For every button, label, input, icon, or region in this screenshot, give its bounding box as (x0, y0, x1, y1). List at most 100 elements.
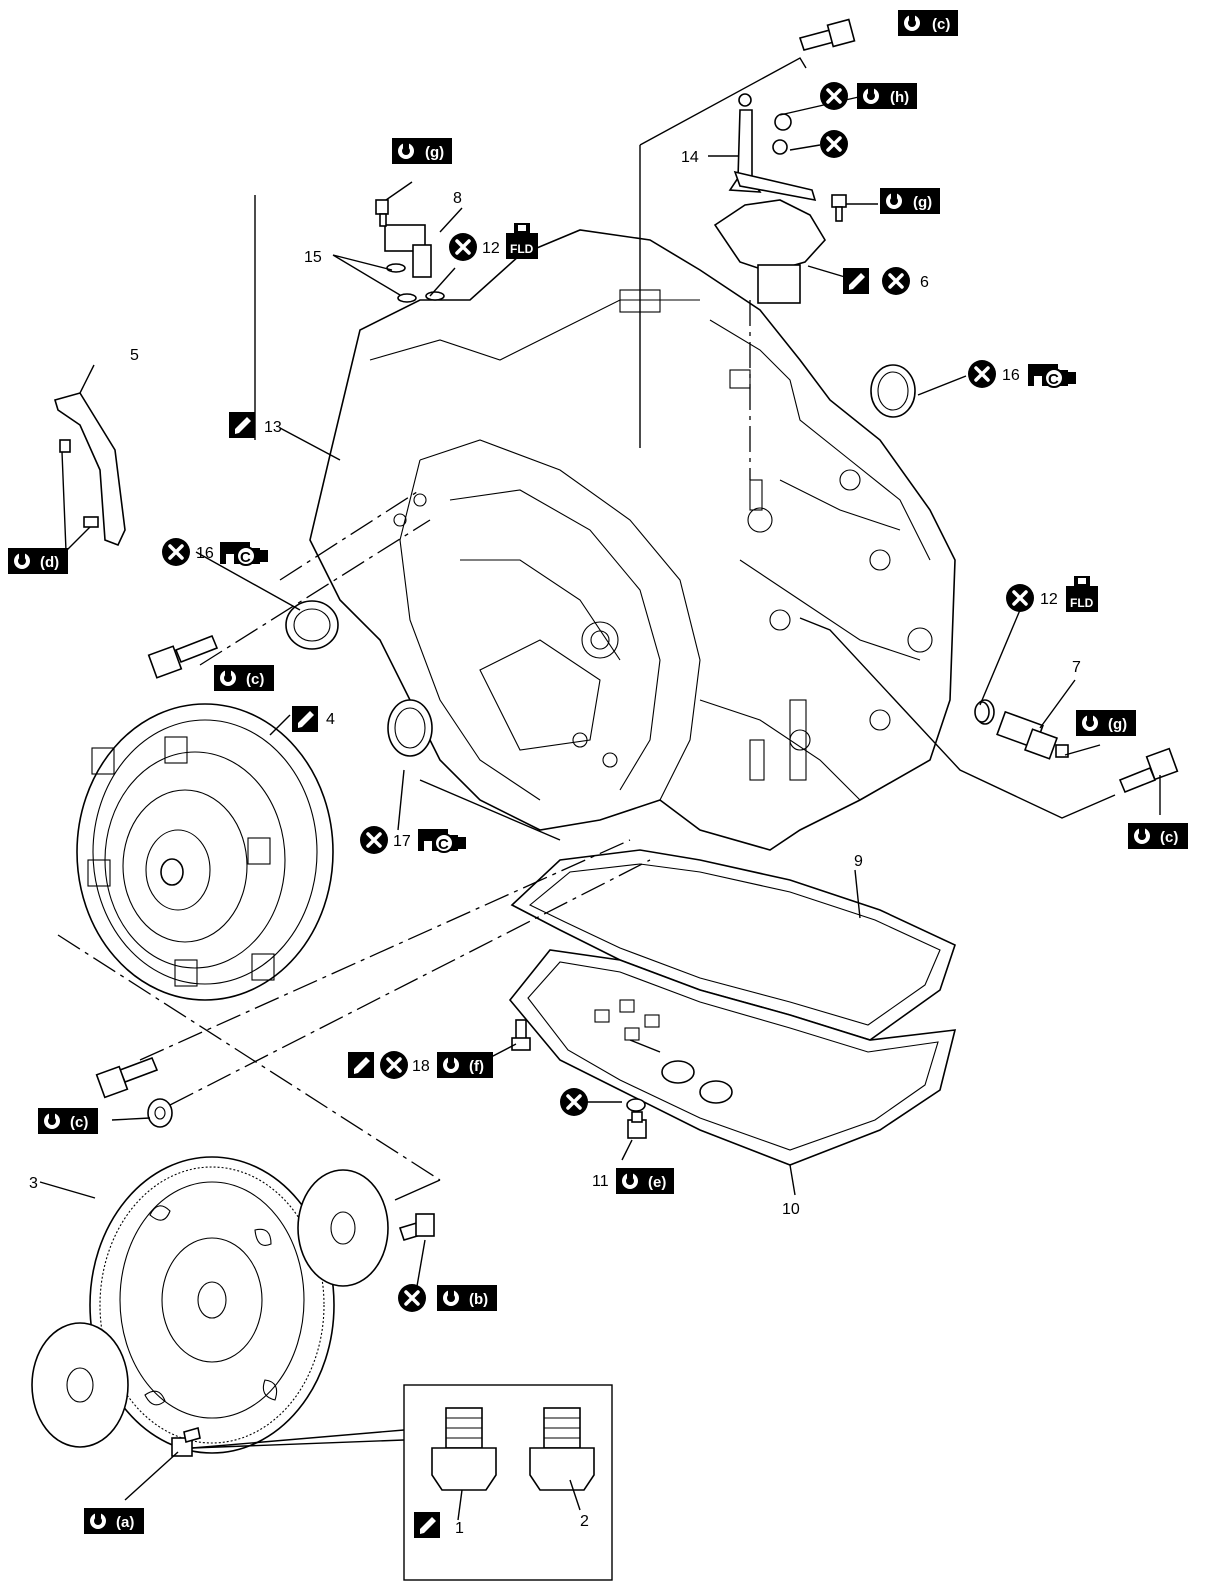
label-part-5: 5 (130, 347, 139, 364)
sealant-icon (843, 268, 869, 294)
x-circle-icon (818, 80, 850, 112)
torque-converter (76, 703, 334, 1001)
svg-text:4: 4 (326, 711, 335, 728)
label-part-3: 3 (29, 1175, 38, 1192)
wrench-icon (392, 138, 420, 164)
svg-text:(b): (b) (469, 1291, 488, 1308)
inset-box (403, 1384, 613, 1581)
torque-callout-g-switch: (g) (880, 188, 940, 214)
bolt-left-case (147, 634, 219, 679)
sealant-icon (229, 412, 255, 438)
drain-plug (626, 1098, 647, 1139)
svg-text:12: 12 (1040, 591, 1058, 608)
x-circle-icon (880, 265, 912, 297)
callout-part-12-top: 12 FLD (447, 223, 538, 263)
svg-text:6: 6 (920, 274, 929, 291)
callout-part-18: 18 (f) (348, 1049, 493, 1081)
oil-seal-right (870, 364, 916, 418)
svg-text:(g): (g) (913, 194, 932, 211)
transaxle-case (309, 229, 956, 851)
bracket-5 (53, 392, 126, 547)
wrench-icon (8, 548, 36, 574)
x-circle-icon (1004, 582, 1036, 614)
nut-converter (147, 1098, 173, 1128)
speed-sensor-8 (384, 224, 445, 303)
bolt-pan (511, 1019, 531, 1051)
label-part-15-left: 15 (304, 249, 322, 266)
torque-callout-a: (a) (84, 1508, 144, 1534)
wrench-icon (38, 1108, 66, 1134)
svg-text:(c): (c) (70, 1114, 88, 1131)
inset-bolt-2 (529, 1407, 595, 1491)
svg-text:(d): (d) (40, 554, 59, 571)
bolt-drive-plate (398, 1213, 435, 1241)
label-part-10: 10 (782, 1201, 800, 1218)
x-circle-icon (358, 824, 390, 856)
svg-text:16: 16 (196, 545, 214, 562)
label-part-2: 2 (580, 1513, 589, 1530)
callout-part-17: 17 C (358, 824, 467, 856)
svg-text:16: 16 (1002, 367, 1020, 384)
callout-part-12-right: 12 FLD (1004, 576, 1098, 614)
x-circle-icon (160, 536, 192, 568)
svg-text:(c): (c) (246, 671, 264, 688)
svg-text:C: C (438, 836, 449, 853)
svg-text:17: 17 (393, 833, 411, 850)
svg-text:18: 18 (412, 1058, 430, 1075)
svg-text:C: C (240, 549, 251, 566)
x-circle-icon (396, 1282, 428, 1314)
svg-text:13: 13 (264, 419, 282, 436)
callout-part-1: 1 (414, 1512, 464, 1538)
svg-text:(g): (g) (1108, 716, 1127, 733)
bolt-right-case (1118, 747, 1179, 794)
label-part-14: 14 (681, 149, 699, 166)
x-circle-icon (966, 358, 998, 390)
range-sensor-assembly (713, 93, 826, 304)
wrench-icon (898, 10, 926, 36)
x-circle-icon (558, 1086, 590, 1118)
callout-part-13: 13 (229, 412, 282, 438)
callout-part-15-washer (818, 128, 850, 160)
torque-callout-c-converter: (c) (38, 1108, 98, 1134)
bolt-small-d-2 (83, 516, 99, 528)
x-circle-icon (378, 1049, 410, 1081)
torque-callout-c-right: (c) (1128, 823, 1188, 849)
wrench-icon (214, 665, 242, 691)
bolt-small-d-1 (59, 439, 71, 453)
svg-text:(e): (e) (648, 1174, 666, 1191)
svg-text:12: 12 (482, 240, 500, 257)
callout-part-6: 6 (843, 265, 929, 297)
label-part-8: 8 (453, 190, 462, 207)
bolt-flange-small (171, 1426, 201, 1457)
callout-drive-plate-bolt: (b) (396, 1282, 497, 1314)
callout-part-4: 4 (292, 706, 335, 732)
wrench-icon (1128, 823, 1156, 849)
bolt-small-g-right (831, 194, 847, 222)
svg-text:1: 1 (455, 1520, 464, 1537)
wrench-icon (84, 1508, 112, 1534)
callout-part-14-nut: (h) (818, 80, 917, 112)
svg-text:(g): (g) (425, 144, 444, 161)
torque-callout-g-sensor8: (g) (392, 138, 452, 164)
wrench-icon (1076, 710, 1104, 736)
x-circle-icon (818, 128, 850, 160)
wrench-icon (616, 1168, 644, 1194)
callout-drain-washer (558, 1086, 590, 1118)
svg-text:(h): (h) (890, 89, 909, 106)
x-circle-icon (447, 231, 479, 263)
torque-callout-c-top: (c) (898, 10, 958, 36)
svg-text:C: C (1048, 371, 1059, 388)
leader-lines (39, 57, 1161, 1521)
svg-text:11: 11 (592, 1173, 609, 1190)
backing-plate-right (297, 1169, 389, 1287)
wrench-icon (437, 1285, 465, 1311)
label-part-7: 7 (1072, 659, 1081, 676)
bolt-converter (95, 1056, 159, 1099)
oil-pan (508, 949, 957, 1166)
svg-text:(c): (c) (1160, 829, 1178, 846)
wrench-icon (437, 1052, 465, 1078)
o-ring-12-right (974, 701, 990, 723)
wrench-icon (880, 188, 908, 214)
sealant-icon (414, 1512, 440, 1538)
